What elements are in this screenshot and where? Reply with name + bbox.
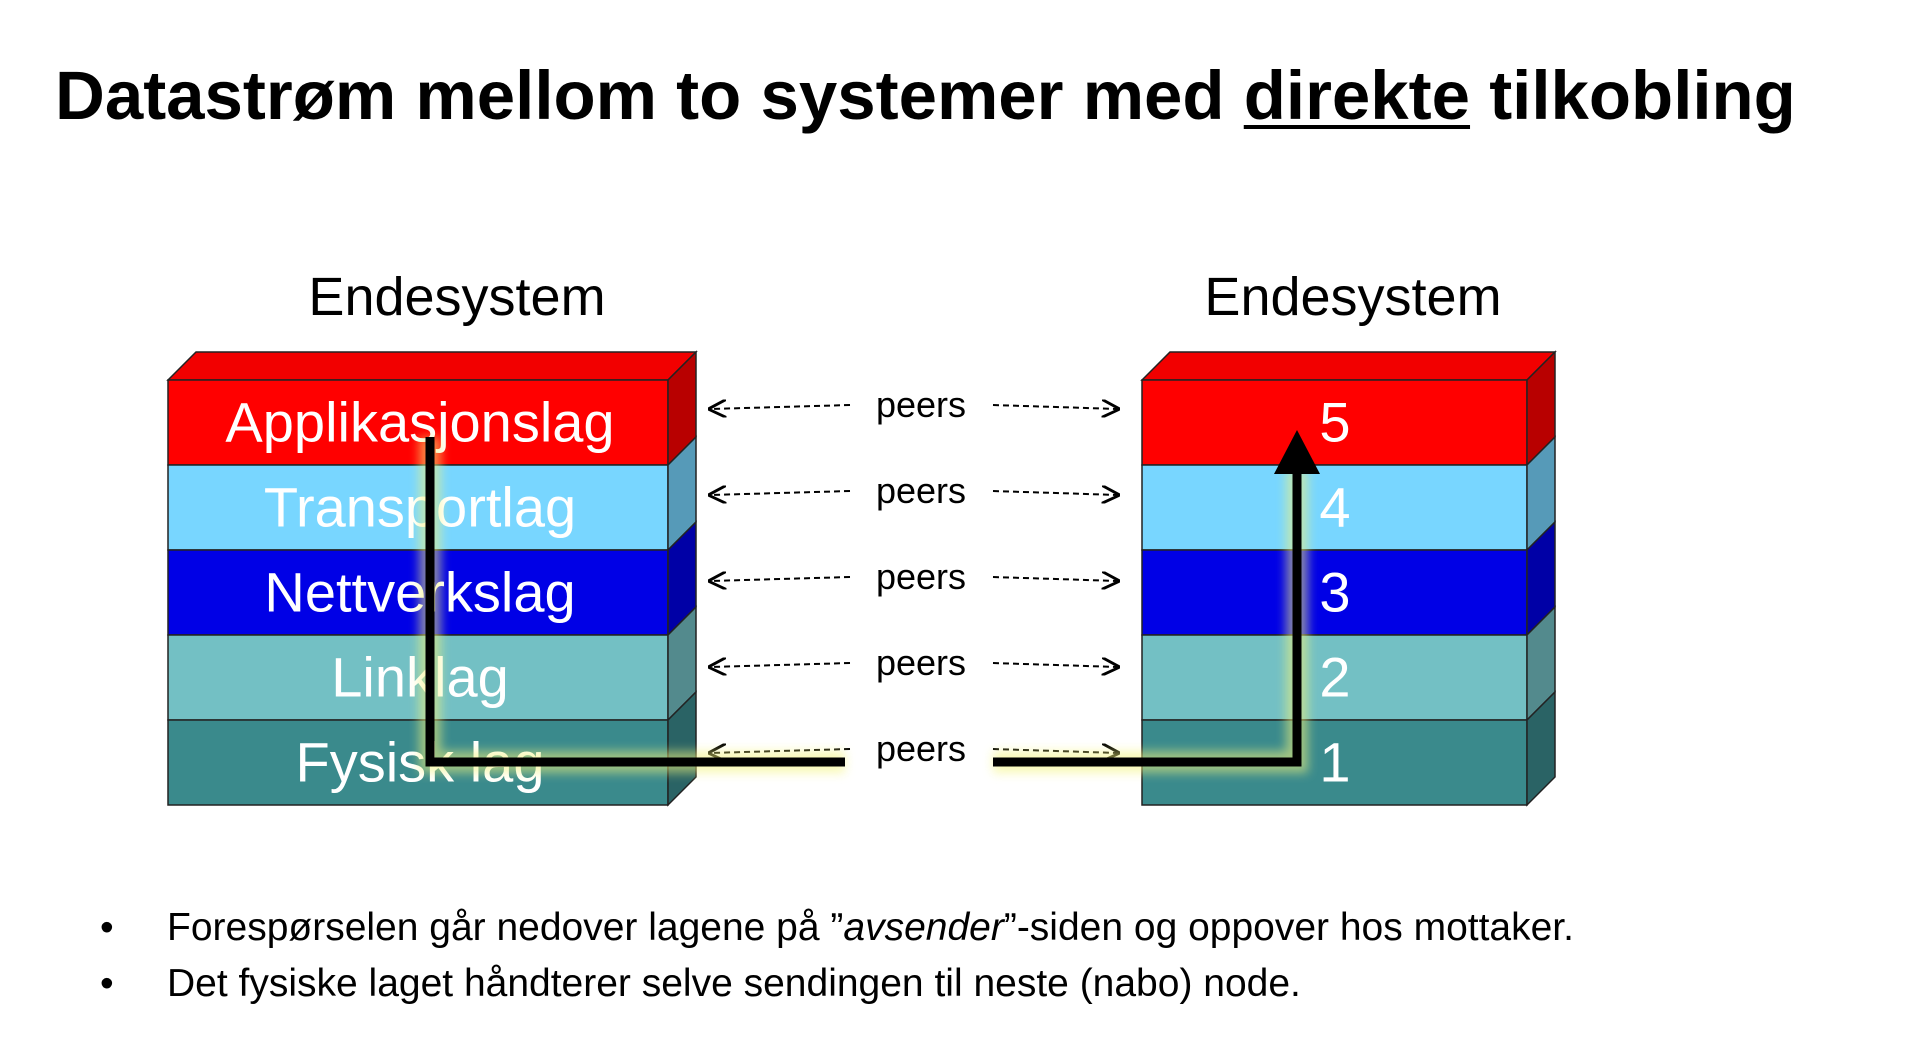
left-stack-top-face [166,351,698,381]
right-system-label: Endesystem [1204,267,1501,327]
title-start: Datastrøm mellom to systemer med [55,57,1225,134]
right-layer-front [1141,549,1528,636]
left-layer-front [167,549,669,636]
right-layer-label: 3 [1319,561,1350,624]
title-emphasis: direkte [1243,57,1471,134]
peer-arrow-2: peers [710,470,1118,511]
left-layer-front [167,464,669,551]
page-title: Datastrøm mellom to systemer med direkte… [55,56,1796,135]
left-layer-side [667,690,697,807]
right-layer-label: 5 [1319,391,1350,454]
peer-arrow-left [710,491,851,495]
bullet-item: • Det fysiske laget håndterer selve send… [100,956,1574,1012]
bullet-item: • Forespørselen går nedover lagene på ”a… [100,900,1574,956]
data-flow-path [419,430,1320,773]
peer-arrow-right [992,405,1118,409]
right-layer-label: 1 [1319,731,1350,794]
right-layer-stack: 5 4 3 2 1 [1140,350,1557,807]
peer-arrow-right [992,491,1118,495]
right-layer-side [1526,690,1556,807]
peer-arrow-1: peers [710,384,1118,425]
peer-arrows: peers peers peers peers peers [710,384,1118,769]
peer-label: peers [876,728,966,769]
peer-label: peers [876,470,966,511]
peer-arrow-left [710,663,851,667]
right-layer-label: 4 [1319,476,1350,539]
right-stack-top-face [1140,351,1557,381]
left-system-label: Endesystem [308,267,605,327]
right-layer-4: 2 [1141,605,1556,722]
peer-arrow-right [992,663,1118,667]
right-layer-label: 2 [1319,646,1350,709]
title-end: tilkobling [1489,57,1796,134]
bullet-list: • Forespørselen går nedover lagene på ”a… [100,900,1574,1012]
peer-arrow-right [992,577,1118,581]
bullet-marker: • [100,962,114,1005]
peer-arrow-3: peers [710,556,1118,597]
peer-label: peers [876,556,966,597]
bullet-text: Forespørselen går nedover lagene på ”avs… [167,906,1574,949]
bullet-text: Det fysiske laget håndterer selve sendin… [167,962,1301,1005]
peer-arrow-left [710,577,851,581]
right-layer-front [1141,464,1528,551]
right-layer-3: 3 [1141,520,1556,637]
peer-arrow-4: peers [710,642,1118,683]
peer-label: peers [876,642,966,683]
right-layer-front [1141,634,1528,721]
data-flow-line [425,437,1302,767]
right-layer-2: 4 [1141,435,1556,552]
peer-arrow-left [710,405,851,409]
data-flow-arrowhead [1274,430,1320,474]
peer-label: peers [876,384,966,425]
bullet-marker: • [100,906,114,949]
left-layer-front [167,634,669,721]
